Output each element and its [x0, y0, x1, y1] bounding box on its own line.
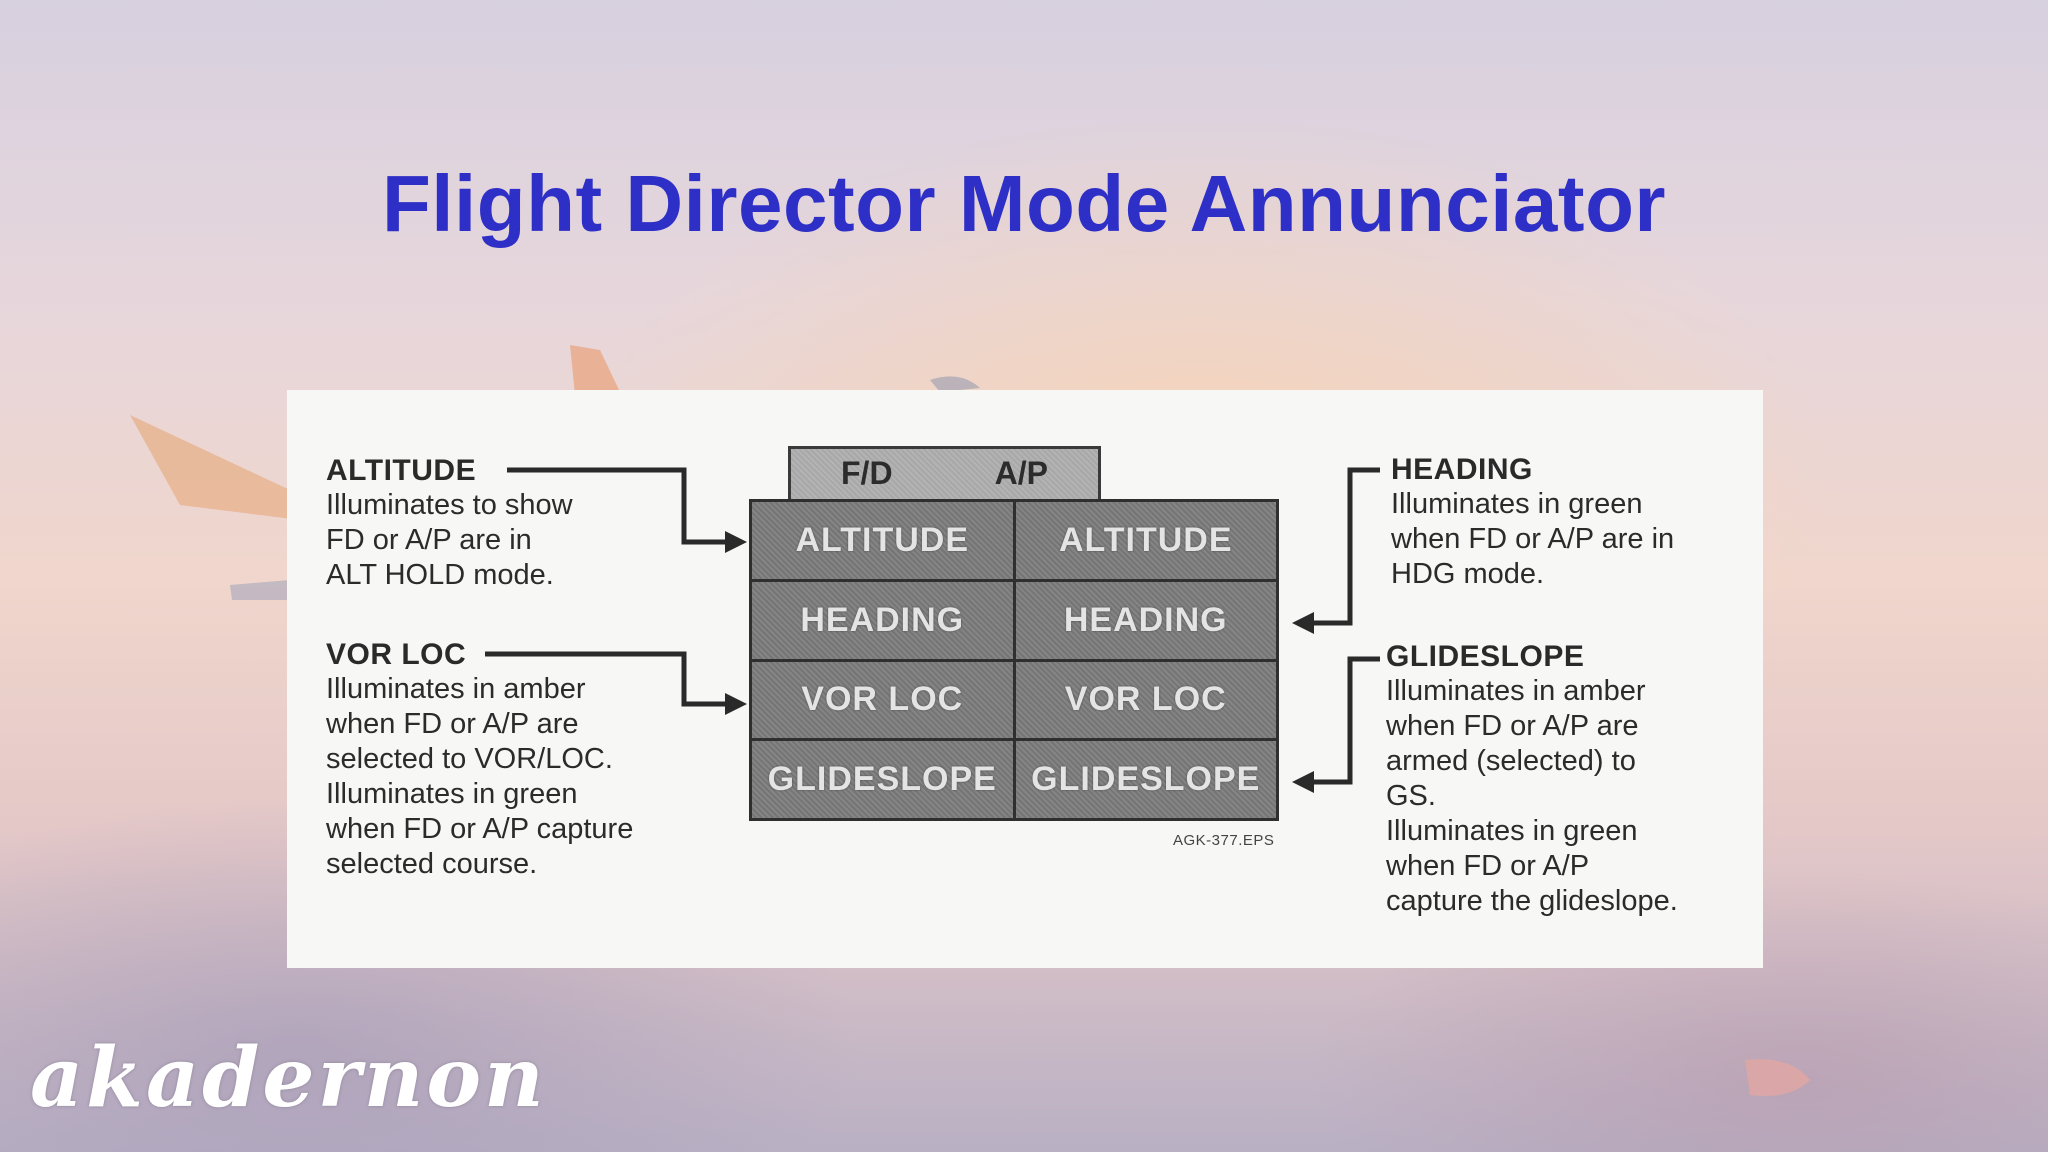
ap-glideslope-light: GLIDESLOPE [1015, 741, 1276, 818]
glideslope-annotation-text: Illuminates in amber when FD or A/P are … [1386, 675, 1678, 917]
fd-header-label: F/D [841, 455, 893, 491]
leader-lines [485, 467, 1380, 793]
glideslope-arrowhead [1292, 771, 1314, 793]
watermark-logo: akadernon [30, 1030, 547, 1126]
heading-annotation-text: Illuminates in green when FD or A/P are … [1391, 488, 1675, 590]
glideslope-annotation-heading: GLIDESLOPE [1386, 640, 1585, 673]
glideslope-annotation: GLIDESLOPE Illuminates in amber when FD … [1386, 639, 1678, 919]
annunciator-grid: ALTITUDE ALTITUDE HEADING HEADING VOR LO… [749, 499, 1279, 821]
figure-id-label: AGK-377.EPS [1173, 832, 1275, 849]
fd-vor-loc-light: VOR LOC [752, 661, 1013, 739]
ap-header-label: A/P [994, 455, 1048, 491]
ap-vor-loc-light: VOR LOC [1015, 661, 1276, 739]
altitude-annotation-heading: ALTITUDE [326, 454, 477, 487]
fd-ap-header: F/D A/P [788, 446, 1101, 502]
altitude-leader-line [507, 467, 732, 545]
altitude-annotation-text: Illuminates to show FD or A/P are in ALT… [326, 489, 573, 591]
slide-title: Flight Director Mode Annunciator [381, 159, 1667, 248]
heading-annotation-heading: HEADING [1391, 453, 1533, 486]
altitude-annotation: ALTITUDE Illuminates to show FD or A/P a… [326, 453, 573, 593]
heading-leader-line [1297, 467, 1380, 626]
fd-heading-light: HEADING [752, 581, 1013, 659]
fd-glideslope-light: GLIDESLOPE [752, 741, 1013, 818]
vor-loc-annotation-heading: VOR LOC [326, 638, 467, 671]
fd-altitude-light: ALTITUDE [752, 502, 1013, 579]
heading-arrowhead [1292, 612, 1314, 634]
annunciator-diagram-panel: ALTITUDE Illuminates to show FD or A/P a… [287, 390, 1763, 968]
altitude-arrowhead [725, 531, 747, 553]
ap-heading-light: HEADING [1015, 581, 1276, 659]
vor-loc-annotation: VOR LOC Illuminates in amber when FD or … [326, 637, 633, 882]
vor-loc-arrowhead [725, 693, 747, 715]
glideslope-leader-line [1297, 656, 1380, 785]
heading-annotation: HEADING Illuminates in green when FD or … [1391, 452, 1674, 592]
vor-loc-leader-line [485, 651, 732, 707]
ap-altitude-light: ALTITUDE [1015, 502, 1276, 579]
vor-loc-annotation-text: Illuminates in amber when FD or A/P are … [326, 673, 634, 880]
